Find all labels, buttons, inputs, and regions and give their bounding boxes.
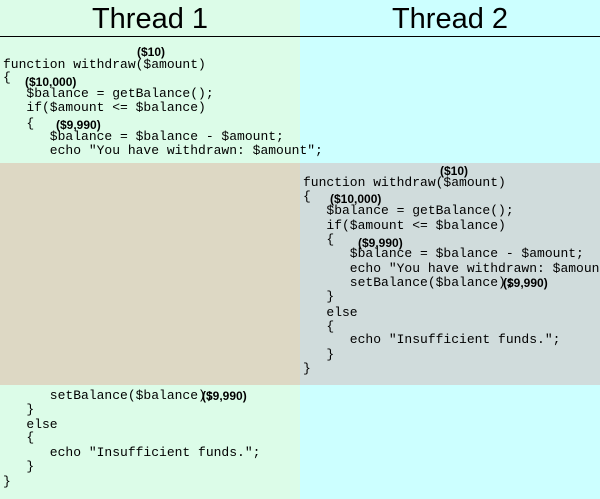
annotation-balance-new: ($9,990): [358, 236, 403, 250]
code-line: {: [303, 319, 335, 334]
code-line: echo "You have withdrawn: $amount";: [303, 261, 600, 276]
annotation-balance-new: ($9,990): [56, 118, 101, 132]
code-line: $balance = getBalance();: [303, 203, 514, 218]
annotation-balance-set: ($9,990): [202, 389, 247, 403]
code-line: else: [303, 305, 358, 320]
code-line: $balance = $balance - $amount;: [3, 129, 284, 144]
annotation-amount: ($10): [440, 164, 469, 178]
code-line: {: [3, 116, 35, 131]
code-line: {: [3, 430, 35, 445]
code-line: $balance = getBalance();: [3, 86, 214, 101]
code-line: }: [3, 474, 11, 489]
code-line: }: [3, 459, 35, 474]
code-line: function withdraw($amount): [3, 57, 206, 72]
code-line: if($amount <= $balance): [3, 100, 206, 115]
code-line: }: [303, 289, 335, 304]
code-line: {: [303, 189, 311, 204]
code-line: setBalance($balance);: [3, 388, 214, 403]
code-line: else: [3, 417, 58, 432]
code-line: $balance = $balance - $amount;: [303, 246, 584, 261]
code-line: echo "Insufficient funds.";: [303, 332, 561, 347]
code-line: }: [303, 347, 335, 362]
annotation-balance-read: ($10,000): [330, 192, 382, 206]
code-line: function withdraw($amount): [303, 175, 506, 190]
annotation-balance-read: ($10,000): [25, 75, 77, 89]
code-line: setBalance($balance);: [303, 275, 514, 290]
thread1-header: Thread 1: [91, 3, 209, 35]
code-line: }: [3, 402, 35, 417]
code-line: if($amount <= $balance): [303, 218, 506, 233]
thread1-paused-band: [0, 163, 300, 385]
annotation-amount: ($10): [137, 45, 166, 59]
thread2-active-band: [300, 163, 600, 385]
code-line: {: [303, 232, 335, 247]
code-line: echo "Insufficient funds.";: [3, 445, 261, 460]
header-divider: [0, 36, 600, 37]
thread2-header: Thread 2: [391, 3, 509, 35]
code-line: echo "You have withdrawn: $amount";: [3, 143, 323, 158]
code-line: }: [303, 361, 311, 376]
annotation-balance-set: ($9,990): [503, 276, 548, 290]
code-line: {: [3, 70, 11, 85]
